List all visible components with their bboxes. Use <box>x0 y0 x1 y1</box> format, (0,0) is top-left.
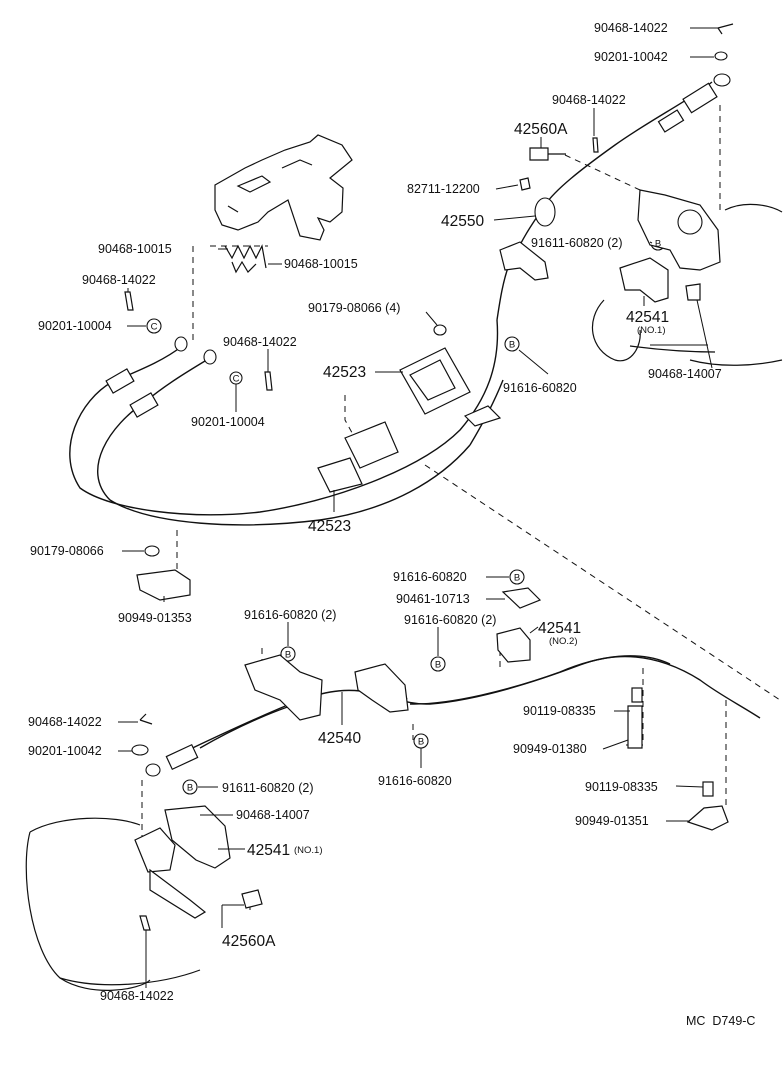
bolt-b-symbol: B <box>187 783 193 794</box>
part-label: 90468-14022 <box>223 335 297 349</box>
part-label: 90949-01380 <box>513 742 587 756</box>
part-label: 90468-14022 <box>594 21 668 35</box>
part-label: 82711-12200 <box>407 182 480 196</box>
part-number-labels: 90468-14022 90201-10042 90468-14022 4256… <box>28 21 722 1003</box>
part-label: 91616-60820 <box>378 774 452 788</box>
part-label: 42523 <box>323 364 366 381</box>
part-label: 91616-60820 <box>393 570 467 584</box>
part-label: 91611-60820 (2) <box>222 781 314 795</box>
washer-c-symbol: C <box>151 322 158 333</box>
part-label: 90461-10713 <box>396 592 470 606</box>
label-leader-lines <box>118 27 718 988</box>
bolt-b-symbol: B <box>509 340 515 351</box>
part-label: 90949-01353 <box>118 611 192 625</box>
part-label: 90119-08335 <box>523 704 596 718</box>
part-label-sub: (NO.1) <box>637 325 666 336</box>
part-label: 90201-10042 <box>28 744 102 758</box>
part-label: 90119-08335 <box>585 780 658 794</box>
parts-upper <box>105 23 734 493</box>
part-label: 91616-60820 (2) <box>244 608 336 622</box>
circle-symbols: B B B B B B B C C <box>151 239 662 794</box>
bolt-b-symbol: B <box>435 660 441 671</box>
part-label-sub: (NO.2) <box>549 636 578 647</box>
part-label: 90468-10015 <box>284 257 358 271</box>
bolt-b-symbol: B <box>514 573 520 584</box>
part-label: 90201-10042 <box>594 50 668 64</box>
part-label: 90201-10004 <box>38 319 112 333</box>
part-label: 91616-60820 (2) <box>404 613 496 627</box>
bolt-b-symbol: B <box>655 239 661 250</box>
part-label: 90949-01351 <box>575 814 649 828</box>
part-label: 42550 <box>441 213 484 230</box>
part-label: 42541 <box>538 620 581 637</box>
part-label: 42560A <box>514 121 568 138</box>
bolt-b-symbol: B <box>418 737 424 748</box>
diagram-code: MC D749-C <box>686 1014 755 1028</box>
part-label: 90468-14007 <box>236 808 310 822</box>
washer-c-symbol: C <box>233 374 240 385</box>
part-label: 90179-08066 (4) <box>308 301 400 315</box>
part-label: 90468-14022 <box>552 93 626 107</box>
part-label: 42523 <box>308 518 351 535</box>
vehicle-body-outline <box>25 134 783 991</box>
part-label: 90468-14022 <box>28 715 102 729</box>
part-label-sub: (NO.1) <box>294 845 323 856</box>
part-label: 42560A <box>222 933 276 950</box>
part-label: 90201-10004 <box>191 415 265 429</box>
parts-lower <box>131 545 729 931</box>
part-label: 42540 <box>318 730 361 747</box>
part-label: 42541 <box>626 309 669 326</box>
part-label: 42541 <box>247 842 290 859</box>
part-label: 91616-60820 <box>503 381 577 395</box>
part-label: 90468-14022 <box>82 273 156 287</box>
part-label: 90468-10015 <box>98 242 172 256</box>
part-label: 90468-14022 <box>100 989 174 1003</box>
part-label: 90179-08066 <box>30 544 104 558</box>
bolt-b-symbol: B <box>285 650 291 661</box>
part-label: 91611-60820 (2) <box>531 236 623 250</box>
part-label: 90468-14007 <box>648 367 722 381</box>
